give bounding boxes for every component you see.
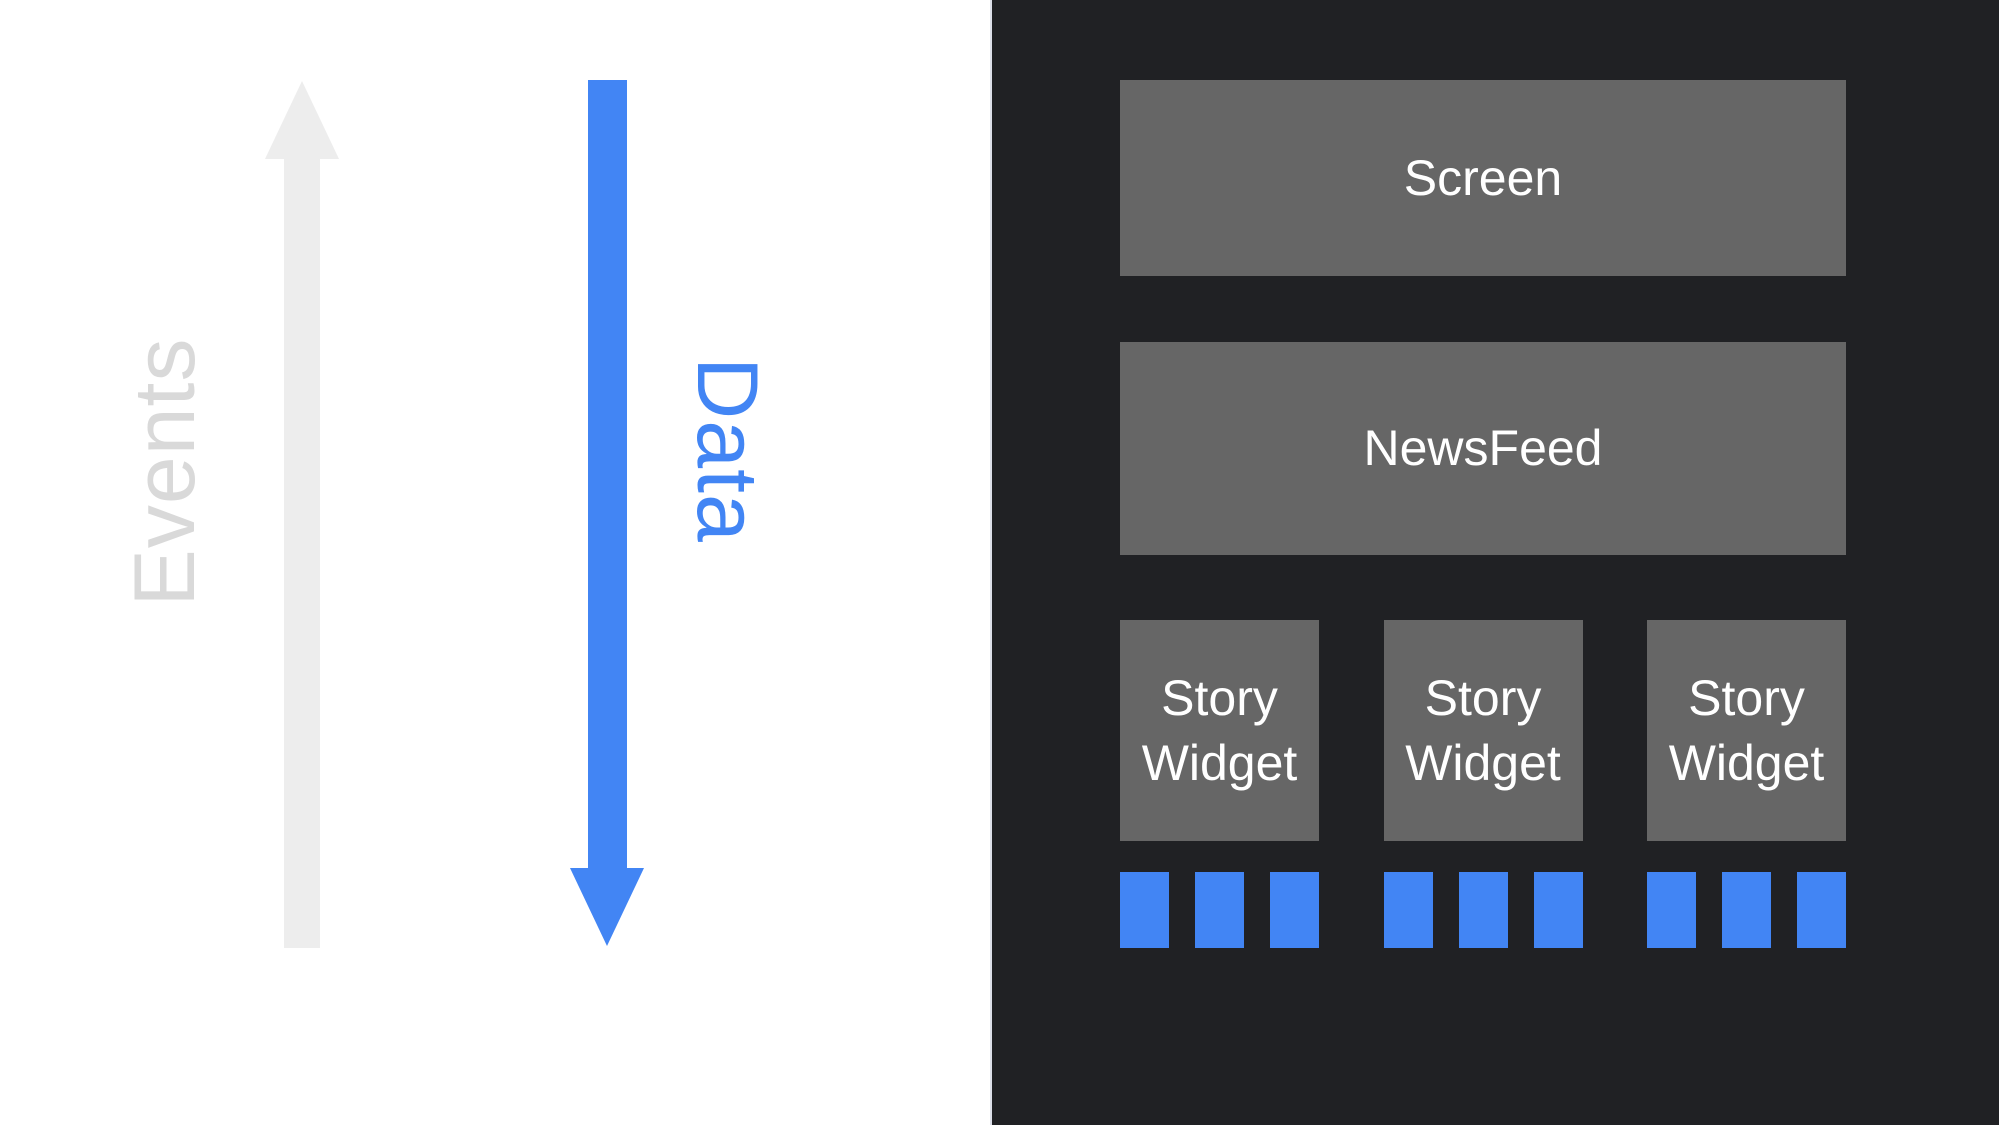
story-item-square bbox=[1270, 872, 1319, 948]
data-label: Data bbox=[679, 357, 775, 543]
story-item-group bbox=[1120, 872, 1319, 948]
story-item-square bbox=[1383, 872, 1433, 948]
screen-box-label: Screen bbox=[1403, 149, 1563, 206]
story-items-row bbox=[1120, 872, 1846, 948]
data-arrow-down-shaft bbox=[588, 80, 627, 868]
story-widget-label: Story Widget bbox=[1141, 669, 1298, 791]
story-widget-box: Story Widget bbox=[1383, 620, 1583, 841]
newsfeed-box-label: NewsFeed bbox=[1363, 420, 1603, 476]
story-widget-label: Story Widget bbox=[1405, 669, 1561, 791]
widget-tree-panel: Screen NewsFeed Story Widget Story Widge… bbox=[990, 0, 1999, 1125]
screen-box: Screen bbox=[1120, 80, 1846, 276]
newsfeed-box: NewsFeed bbox=[1120, 342, 1846, 555]
events-arrow-up-shaft bbox=[284, 157, 320, 948]
story-widget-box: Story Widget bbox=[1120, 620, 1319, 841]
events-label: Events bbox=[117, 337, 213, 607]
story-item-square bbox=[1797, 872, 1846, 948]
story-item-square bbox=[1533, 872, 1583, 948]
story-widget-row: Story Widget Story Widget Story Widget bbox=[1120, 620, 1846, 841]
story-widget-box: Story Widget bbox=[1647, 620, 1846, 841]
data-arrow-down-head bbox=[570, 868, 644, 946]
story-item-group bbox=[1647, 872, 1846, 948]
story-item-square bbox=[1647, 872, 1696, 948]
story-widget-label: Story Widget bbox=[1668, 669, 1825, 791]
story-item-square bbox=[1195, 872, 1244, 948]
events-arrow-up-head bbox=[265, 81, 339, 159]
story-item-square bbox=[1458, 872, 1508, 948]
story-item-square bbox=[1120, 872, 1169, 948]
story-item-square bbox=[1722, 872, 1771, 948]
story-item-group bbox=[1383, 872, 1583, 948]
